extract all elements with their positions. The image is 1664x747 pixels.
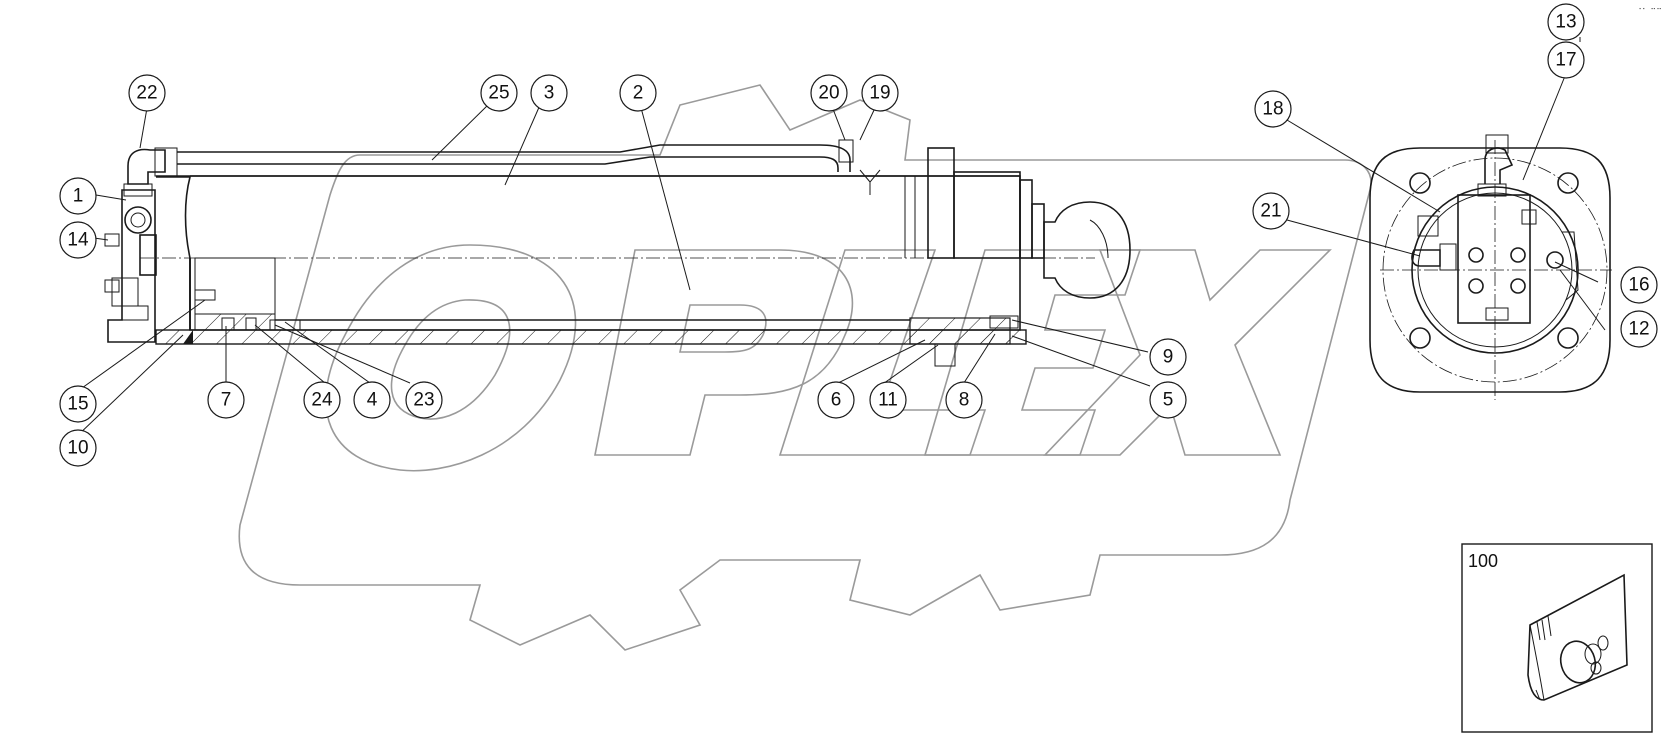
valve-plug-4 (1510, 278, 1526, 294)
callout-1: 1 (59, 177, 97, 215)
barrel-wall-section (155, 329, 1027, 345)
piston-section (194, 313, 276, 331)
svg-text:5: 5 (1163, 390, 1174, 411)
elbow-fitting-left (127, 148, 166, 185)
svg-text:15: 15 (67, 394, 88, 415)
watermark-letter-e (923, 249, 1142, 456)
callout-5: 5 (1149, 381, 1187, 419)
callout-19: 19 (861, 74, 899, 112)
callout-6: 6 (817, 381, 855, 419)
seal-kit-bag-icon (1527, 573, 1628, 701)
callout-17: 17 (1547, 41, 1585, 79)
mounting-hole-tr (1557, 172, 1579, 194)
gland-section (909, 317, 1011, 345)
callout-24: 24 (303, 381, 341, 419)
valve-plug-1 (1468, 247, 1484, 263)
hydraulic-pipe (177, 144, 851, 172)
callout-2: 2 (619, 74, 657, 112)
callout-11: 11 (869, 381, 907, 419)
seal-kit-box: 100 (1461, 543, 1653, 733)
svg-text:3: 3 (544, 83, 555, 104)
svg-text:13: 13 (1555, 12, 1576, 33)
watermark-letter-l (778, 249, 987, 456)
mounting-hole-br (1557, 327, 1579, 349)
callout-18: 18 (1254, 90, 1292, 128)
corner-mark: ⠐⠂ ⠒⠒ (1636, 5, 1662, 14)
callout-23: 23 (405, 381, 443, 419)
cylinder-side-view (104, 139, 1131, 367)
port-12 (1546, 251, 1564, 269)
callout-16: 16 (1620, 266, 1658, 304)
svg-text:7: 7 (221, 390, 232, 411)
port-fitting (124, 206, 152, 234)
callout-7: 7 (207, 381, 245, 419)
watermark-letter-x (1043, 249, 1332, 456)
callout-8: 8 (945, 381, 983, 419)
callout-13: 13 (1547, 3, 1585, 41)
svg-text:24: 24 (311, 390, 333, 411)
svg-text:14: 14 (67, 230, 89, 251)
svg-text:4: 4 (367, 390, 378, 411)
svg-text:12: 12 (1628, 319, 1649, 340)
leader-lines (74, 37, 1606, 439)
mounting-hole-tl (1409, 172, 1431, 194)
cylinder-end-view (1369, 134, 1612, 400)
callout-22: 22 (128, 74, 166, 112)
valve-plug-3 (1468, 278, 1484, 294)
callout-9: 9 (1149, 338, 1187, 376)
svg-text:20: 20 (818, 83, 839, 104)
elbow-fitting-top (1484, 147, 1514, 184)
svg-text:9: 9 (1163, 347, 1174, 368)
kit-frame (1461, 543, 1653, 733)
end-plate (1369, 147, 1611, 393)
svg-text:21: 21 (1260, 201, 1281, 222)
svg-text:18: 18 (1262, 99, 1283, 120)
weld-mark (183, 330, 193, 344)
svg-text:8: 8 (959, 390, 970, 411)
watermark-letter-o (325, 244, 577, 472)
svg-text:11: 11 (878, 390, 898, 411)
svg-text:19: 19 (869, 83, 890, 104)
svg-text:22: 22 (136, 83, 157, 104)
cylinder-barrel (156, 175, 1021, 331)
callout-12: 12 (1620, 310, 1658, 348)
svg-text:23: 23 (413, 390, 434, 411)
watermark-gear-outline (238, 84, 1372, 651)
svg-text:1: 1 (73, 186, 84, 207)
mounting-hole-bl (1409, 327, 1431, 349)
svg-text:17: 17 (1555, 50, 1576, 71)
kit-number: 100 (1468, 551, 1498, 571)
svg-text:10: 10 (67, 438, 88, 459)
callout-3: 3 (530, 74, 568, 112)
svg-text:6: 6 (831, 390, 842, 411)
svg-text:25: 25 (488, 83, 509, 104)
valve-block (1457, 194, 1531, 324)
barrel-circle (1411, 186, 1579, 354)
svg-text:2: 2 (633, 83, 644, 104)
head-flange (927, 147, 955, 259)
callout-4: 4 (353, 381, 391, 419)
callout-20: 20 (810, 74, 848, 112)
callout-15: 15 (59, 385, 97, 423)
callout-21: 21 (1252, 192, 1290, 230)
valve-plug-2 (1510, 247, 1526, 263)
callout-25: 25 (480, 74, 518, 112)
callout-14: 14 (59, 221, 97, 259)
watermark-logo (238, 84, 1372, 651)
watermark-letter-p (594, 249, 854, 456)
callout-10: 10 (59, 429, 97, 467)
svg-text:16: 16 (1628, 275, 1649, 296)
rod-end-ball (1043, 201, 1131, 299)
